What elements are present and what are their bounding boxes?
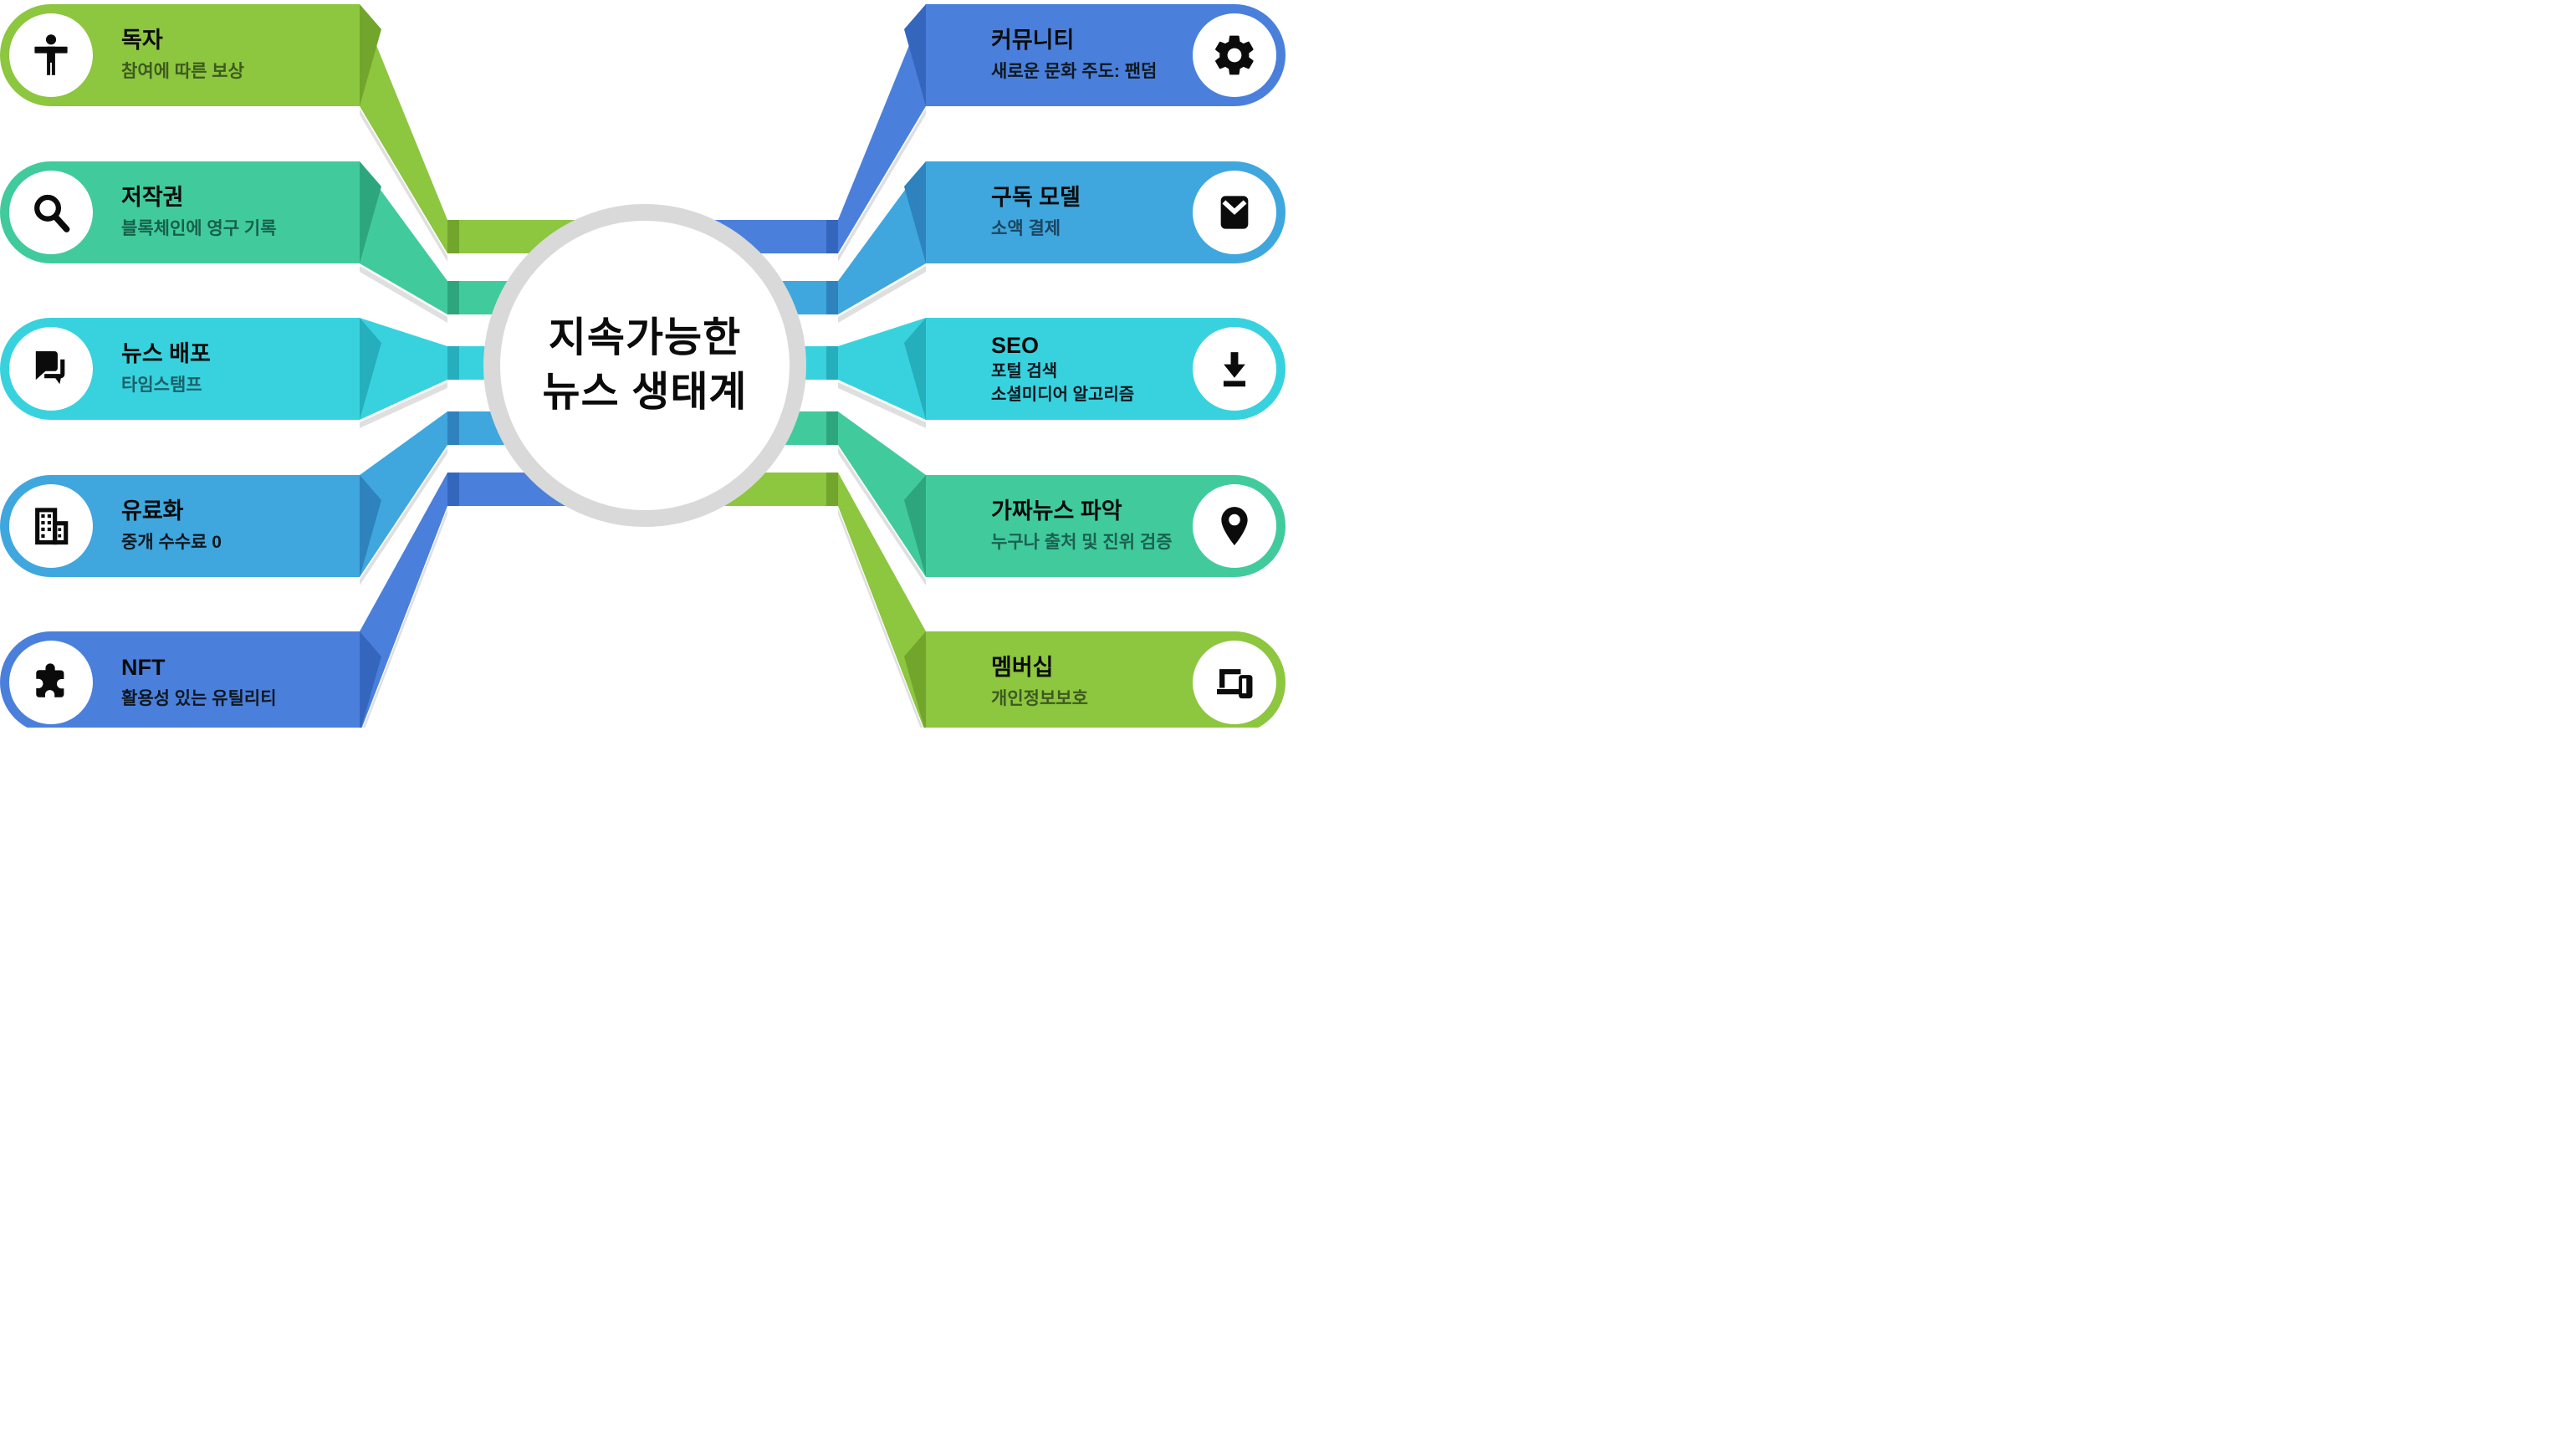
puzzle-icon [36, 663, 64, 697]
ribbon-segment [904, 318, 926, 420]
ribbon-segment [360, 318, 381, 420]
ribbon-segment [360, 473, 447, 728]
ribbon-segment [447, 220, 459, 253]
item-title: 구독 모델 [991, 184, 1081, 210]
ribbon-segment [838, 266, 926, 323]
ribbon-segment [838, 109, 926, 262]
item-subtitle-2: 소셜미디어 알고리즘 [991, 385, 1135, 404]
item-subtitle: 활용성 있는 유틸리티 [121, 688, 277, 708]
icon-circle [1193, 171, 1276, 254]
ribbon-segment [838, 411, 926, 577]
ribbon-segment [838, 447, 926, 585]
ribbon-segment [904, 161, 926, 263]
download-icon [1223, 352, 1246, 387]
hub-title-line1: 지속가능한 [548, 315, 742, 361]
icon-circle [9, 641, 93, 724]
ribbon-segment [838, 382, 926, 428]
item-subtitle: 블록체인에 영구 기록 [121, 218, 277, 238]
item-subtitle: 개인정보보호 [991, 688, 1088, 708]
ribbon-segment [360, 447, 447, 585]
ribbon-segment [360, 631, 381, 728]
icon-circle [1193, 641, 1276, 724]
ribbon-segment [838, 508, 923, 728]
ribbon-segment [904, 4, 926, 106]
ribbon-segment [362, 508, 447, 728]
ribbon-segment [447, 346, 459, 380]
info-bar-copyright: 저작권 블록체인에 영구 기록 [0, 161, 360, 263]
ribbon-segment [360, 475, 381, 577]
ribbon-segment [826, 281, 838, 314]
icon-circle [9, 484, 93, 568]
building-icon [35, 508, 69, 545]
item-title: 멤버십 [991, 654, 1054, 680]
icon-circle [9, 327, 93, 411]
item-title: 뉴스 배포 [121, 340, 211, 366]
news-ecosystem-infographic: 독자 참여에 따른 보상 저작권 블록체인에 영구 기록 뉴스 배포 타임스탬프 [0, 0, 1286, 728]
ribbon-segment [447, 411, 459, 445]
item-subtitle: 중개 수수료 0 [121, 532, 222, 552]
item-title: 유료화 [121, 498, 184, 524]
item-subtitle: 포털 검색 [991, 361, 1058, 381]
item-title: NFT [121, 654, 166, 680]
item-subtitle: 참여에 따른 보상 [121, 61, 244, 81]
chat-icon [35, 351, 65, 385]
ribbon-segment [360, 411, 447, 577]
hub-title-line2: 뉴스 생태계 [542, 370, 748, 415]
item-subtitle: 새로운 문화 주도: 팬덤 [991, 61, 1158, 81]
item-subtitle: 소액 결제 [991, 218, 1061, 238]
info-bar-news-distribution: 뉴스 배포 타임스탬프 [0, 318, 360, 420]
ribbon-segment [838, 318, 926, 420]
gear-icon [1215, 35, 1254, 75]
ribbon-segment [904, 631, 926, 728]
mail-icon [1220, 196, 1249, 229]
ribbon-segment [360, 109, 447, 262]
ribbon-segment [360, 382, 447, 428]
info-bar-seo: SEO 포털 검색 소셜미디어 알고리즘 [926, 318, 1286, 420]
devices-icon [1217, 669, 1253, 699]
search-icon [34, 194, 70, 232]
info-bar-subscription: 구독 모델 소액 결제 [926, 161, 1286, 263]
ribbon-segment [826, 220, 838, 253]
info-bar-reader: 독자 참여에 따른 보상 [0, 4, 360, 106]
item-subtitle: 누구나 출처 및 진위 검증 [991, 532, 1173, 552]
info-bar-nft: NFT 활용성 있는 유틸리티 [0, 631, 360, 728]
person-icon [34, 34, 68, 75]
item-title: 가짜뉴스 파악 [991, 498, 1122, 524]
info-bar-community: 커뮤니티 새로운 문화 주도: 팬덤 [926, 4, 1286, 106]
ribbon-segment [360, 4, 447, 253]
icon-circle [9, 13, 93, 97]
ribbon-segment [360, 161, 381, 263]
center-hub-circle: 지속가능한 뉴스 생태계 [483, 204, 806, 527]
ribbon-segment [360, 4, 381, 106]
ribbon-segment [360, 318, 447, 420]
ribbon-segment [360, 161, 447, 314]
ribbon-segment [447, 281, 459, 314]
ribbon-segment [904, 475, 926, 577]
icon-circle [1193, 327, 1276, 411]
item-title: 커뮤니티 [991, 27, 1075, 53]
info-bar-fake-news: 가짜뉴스 파악 누구나 출처 및 진위 검증 [926, 475, 1286, 577]
ribbon-segment [360, 266, 447, 323]
item-title: SEO [991, 332, 1040, 358]
info-bar-membership: 멤버십 개인정보보호 [926, 631, 1286, 728]
item-title: 독자 [121, 27, 163, 53]
ribbon-segment [826, 346, 838, 380]
pin-icon [1221, 507, 1248, 546]
item-subtitle: 타임스탬프 [121, 375, 202, 395]
ribbon-segment [447, 473, 459, 506]
icon-circle [9, 171, 93, 254]
info-bar-monetization: 유료화 중개 수수료 0 [0, 475, 360, 577]
ribbon-segment [838, 473, 926, 728]
ribbon-segment [826, 473, 838, 506]
icon-circle [1193, 13, 1276, 97]
item-title: 저작권 [121, 184, 184, 210]
ribbon-segment [826, 411, 838, 445]
ribbon-segment [838, 161, 926, 314]
ribbon-segment [838, 4, 926, 253]
icon-circle [1193, 484, 1276, 568]
